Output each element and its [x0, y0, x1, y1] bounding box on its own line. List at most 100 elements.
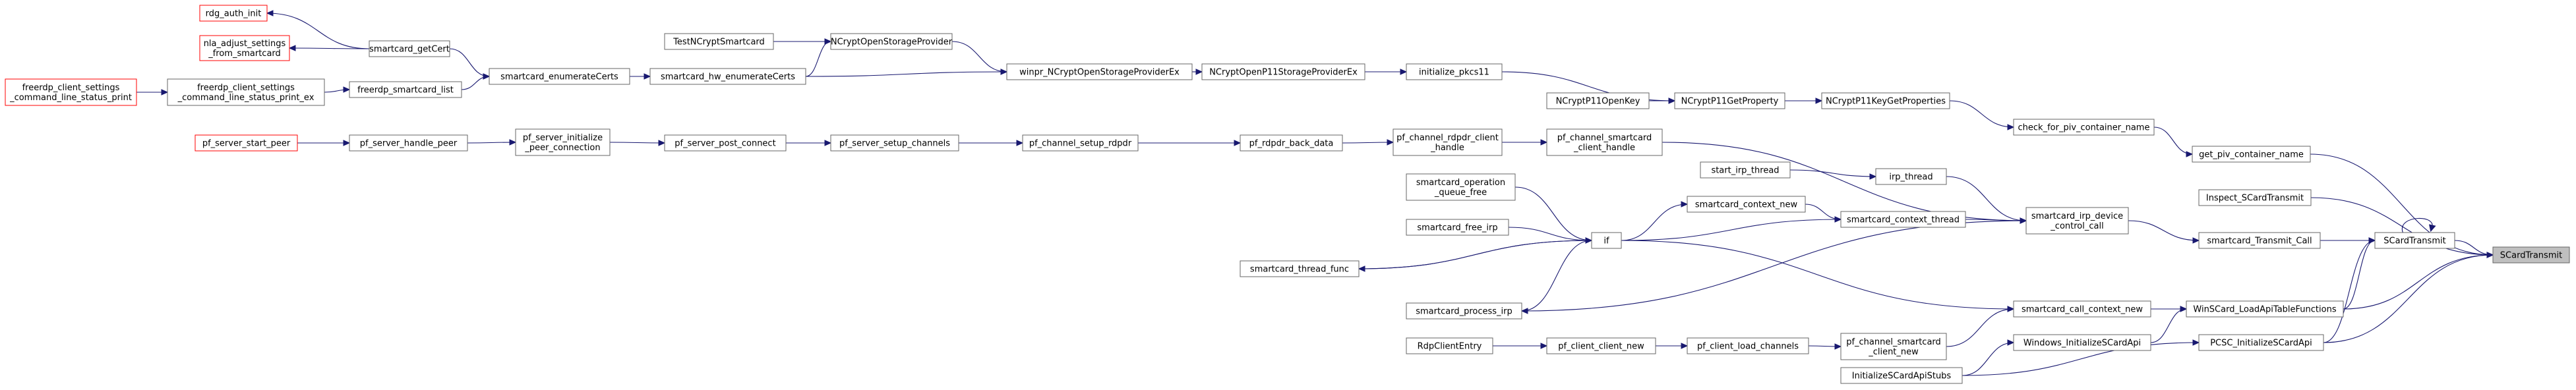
node-label: _client_new — [1868, 347, 1919, 357]
edge-line — [1342, 142, 1394, 144]
edge-smartcard-process-irp-to-smartcard-irp-device-control-call — [1521, 217, 2027, 312]
node-box — [1406, 173, 1516, 201]
node-smartcard-context-thread[interactable]: smartcard_context_thread — [1840, 211, 1966, 228]
node-SCardTransmit-inner[interactable]: SCardTransmit — [2374, 232, 2455, 249]
edge-NCryptP11KeyGetProperties-to-check-for-piv-container-name — [1949, 100, 2015, 130]
edge-TestNCryptSmartcard-to-NCryptOpenStorageProvider — [773, 38, 832, 45]
node-label: pf_channel_setup_rdpdr — [1029, 139, 1132, 149]
node-pf-rdpdr-back-data[interactable]: pf_rdpdr_back_data — [1240, 134, 1343, 152]
edge-line — [1621, 240, 2014, 310]
node-NCryptOpenStorageProvider[interactable]: NCryptOpenStorageProvider — [830, 33, 953, 50]
node-pf-server-setup-channels[interactable]: pf_server_setup_channels — [830, 134, 959, 152]
node-pf-server-handle-peer[interactable]: pf_server_handle_peer — [349, 134, 468, 152]
node-label: check_for_piv_container_name — [2018, 123, 2150, 133]
node-get-piv-container-name[interactable]: get_piv_container_name — [2192, 146, 2311, 163]
edge-check-for-piv-container-name-to-get-piv-container-name — [2153, 126, 2194, 157]
node-smartcard-enumerateCerts[interactable]: smartcard_enumerateCerts — [489, 68, 630, 85]
node-smartcard-free-irp[interactable]: smartcard_free_irp — [1406, 219, 1509, 236]
node-Windows-InitializeSCardApi[interactable]: Windows_InitializeSCardApi — [2013, 334, 2151, 351]
node-label: smartcard_getCert — [369, 45, 450, 55]
node-box — [1875, 168, 1947, 185]
edge-pf-channel-smartcard-client-new-to-smartcard-call-context-new — [1946, 306, 2015, 347]
node-freerdp-client-settings-cmd-ex[interactable]: freerdp_client_settings_command_line_sta… — [167, 78, 325, 106]
node-smartcard-call-context-new[interactable]: smartcard_call_context_new — [2013, 300, 2151, 318]
edge-winpr-NCryptOpenStorageProviderEx-to-NCryptOpenP11StorageProviderEx — [1192, 69, 1203, 75]
arrowhead — [2020, 217, 2027, 224]
node-pf-server-initialize-peer-connection[interactable]: pf_server_initialize_peer_connection — [515, 128, 611, 156]
node-label: NCryptP11KeyGetProperties — [1826, 97, 1946, 107]
node-smartcard-getCert[interactable]: smartcard_getCert — [369, 40, 450, 57]
arrowhead — [2192, 237, 2200, 244]
node-box — [1840, 211, 1966, 228]
node-smartcard-context-new[interactable]: smartcard_context_new — [1687, 196, 1806, 213]
node-TestNCryptSmartcard[interactable]: TestNCryptSmartcard — [664, 33, 774, 50]
edge-line — [266, 13, 370, 49]
node-NCryptP11KeyGetProperties[interactable]: NCryptP11KeyGetProperties — [1821, 92, 1950, 109]
node-winpr-NCryptOpenStorageProviderEx[interactable]: winpr_NCryptOpenStorageProviderEx — [1006, 63, 1193, 80]
node-InitializeSCardApiStubs[interactable]: InitializeSCardApiStubs — [1840, 367, 1963, 384]
node-NCryptP11OpenKey[interactable]: NCryptP11OpenKey — [1546, 92, 1650, 109]
edge-pf-channel-setup-rdpdr-to-pf-rdpdr-back-data — [1138, 140, 1242, 146]
node-box — [2198, 232, 2321, 249]
node-box — [195, 134, 298, 152]
node-irp-thread[interactable]: irp_thread — [1875, 168, 1947, 185]
node-check-for-piv-container-name[interactable]: check_for_piv_container_name — [2013, 119, 2155, 136]
node-freerdp-client-settings-cmd-red[interactable]: freerdp_client_settings_command_line_sta… — [5, 78, 137, 106]
node-RdpClientEntry[interactable]: RdpClientEntry — [1406, 337, 1493, 354]
node-pf-channel-rdpdr-client-handle[interactable]: pf_channel_rdpdr_client_handle — [1393, 128, 1503, 156]
edge-NCryptOpenStorageProvider-to-winpr-NCryptOpenStorageProviderEx — [951, 41, 1008, 75]
node-box — [1006, 63, 1193, 80]
node-smartcard-hw-enumerateCerts[interactable]: smartcard_hw_enumerateCerts — [649, 68, 806, 85]
edge-line — [2153, 126, 2193, 155]
node-NCryptP11GetProperty[interactable]: NCryptP11GetProperty — [1674, 92, 1785, 109]
node-Inspect-SCardTransmit[interactable]: Inspect_SCardTransmit — [2198, 189, 2312, 206]
edge-line — [1521, 240, 1592, 312]
node-start-irp-thread[interactable]: start_irp_thread — [1700, 161, 1791, 179]
edge-pf-server-handle-peer-to-pf-server-initialize-peer-connection — [467, 139, 517, 146]
arrowhead — [2180, 306, 2188, 312]
node-pf-server-post-connect[interactable]: pf_server_post_connect — [664, 134, 787, 152]
node-label: pf_client_client_new — [1558, 342, 1644, 352]
node-pf-client-load-channels[interactable]: pf_client_load_channels — [1687, 337, 1809, 354]
node-freerdp-smartcard-list[interactable]: freerdp_smartcard_list — [349, 81, 462, 98]
node-smartcard-operation-queue-free[interactable]: smartcard_operation_queue_free — [1406, 173, 1516, 201]
node-box — [1406, 337, 1493, 354]
node-box — [1201, 63, 1365, 80]
node-if[interactable]: if — [1591, 232, 1622, 249]
edge-line — [1514, 186, 1592, 241]
node-pf-channel-smartcard-client-handle[interactable]: pf_channel_smartcard_client_handle — [1546, 128, 1663, 156]
node-box — [1406, 63, 1503, 80]
edge-RdpClientEntry-to-pf-client-client-new — [1493, 343, 1548, 349]
node-label: pf_channel_smartcard — [1557, 133, 1652, 143]
node-smartcard-thread-func[interactable]: smartcard_thread_func — [1240, 260, 1360, 277]
node-smartcard-Transmit-Call[interactable]: smartcard_Transmit_Call — [2198, 232, 2321, 249]
edge-NCryptP11OpenKey-to-NCryptP11GetProperty — [1649, 98, 1676, 104]
node-label: smartcard_context_thread — [1847, 215, 1960, 225]
node-smartcard-process-irp[interactable]: smartcard_process_irp — [1406, 302, 1522, 320]
node-pf-server-start-peer[interactable]: pf_server_start_peer — [195, 134, 298, 152]
node-label: _command_line_status_print_ex — [177, 93, 315, 103]
node-pf-channel-smartcard-client-new[interactable]: pf_channel_smartcard_client_new — [1840, 333, 1947, 360]
arrowhead — [1195, 69, 1203, 75]
node-box — [2013, 300, 2151, 318]
node-NCryptOpenP11StorageProviderEx[interactable]: NCryptOpenP11StorageProviderEx — [1201, 63, 1365, 80]
node-SCardTransmit[interactable]: SCardTransmit — [2492, 246, 2570, 264]
node-box — [199, 35, 290, 61]
node-pf-channel-setup-rdpdr[interactable]: pf_channel_setup_rdpdr — [1022, 134, 1139, 152]
node-rdg-auth-init[interactable]: rdg_auth_init — [199, 5, 268, 22]
node-initialize-pkcs11[interactable]: initialize_pkcs11 — [1406, 63, 1503, 80]
arrowhead — [266, 10, 274, 16]
node-WinSCard-LoadApiTableFunctions[interactable]: WinSCard_LoadApiTableFunctions — [2186, 300, 2344, 318]
node-label: freerdp_client_settings — [22, 83, 120, 93]
edge-NCryptOpenP11StorageProviderEx-to-initialize-pkcs11 — [1365, 69, 1408, 75]
node-nla-adjust[interactable]: nla_adjust_settings_from_smartcard — [199, 35, 290, 61]
edge-pf-rdpdr-back-data-to-pf-channel-rdpdr-client-handle — [1342, 139, 1394, 146]
node-pf-client-client-new[interactable]: pf_client_client_new — [1546, 337, 1656, 354]
node-label: _command_line_status_print — [9, 93, 132, 103]
node-smartcard-irp-device-control-call[interactable]: smartcard_irp_device_control_call — [2025, 207, 2129, 235]
node-label: RdpClientEntry — [1418, 342, 1482, 352]
edge-line — [2343, 240, 2376, 310]
node-PCSC-InitializeSCardApi[interactable]: PCSC_InitializeSCardApi — [2198, 334, 2324, 351]
node-box — [1546, 337, 1656, 354]
